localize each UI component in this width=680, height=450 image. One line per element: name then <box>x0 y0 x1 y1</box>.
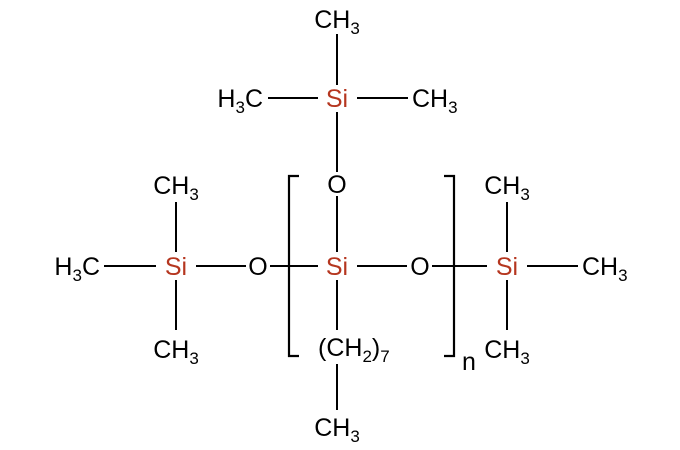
methyl-top-top: CH3 <box>314 6 360 38</box>
methyl-left-left: H3C <box>54 253 100 285</box>
silicon-left: Si <box>165 253 187 281</box>
silicon-center: Si <box>326 253 348 281</box>
methyl-right-top: CH3 <box>484 172 530 204</box>
repeat-unit-brackets <box>287 174 456 358</box>
bonds <box>104 34 578 410</box>
methyl-right-right: CH3 <box>582 253 628 285</box>
methylene-chain-label: (CH2)7 <box>318 334 390 366</box>
silicon-top: Si <box>326 85 348 113</box>
oxygen-left: O <box>248 253 267 281</box>
methyl-left-bottom: CH3 <box>153 336 199 368</box>
left-square-bracket <box>287 174 299 358</box>
oxygen-right: O <box>410 253 429 281</box>
side-chain-label-mask <box>315 330 425 364</box>
methyl-top-left: H3C <box>217 85 263 117</box>
methyl-top-right: CH3 <box>412 85 458 117</box>
oxygen-top: O <box>327 171 346 199</box>
atom-labels: CH3 H3C CH3 Si O CH3 H3C CH3 Si O Si O C… <box>54 6 627 446</box>
right-square-bracket <box>444 174 456 358</box>
methyl-right-bottom: CH3 <box>484 336 530 368</box>
repeat-index-label: n <box>462 348 476 376</box>
methyl-left-top: CH3 <box>153 172 199 204</box>
silicon-right: Si <box>496 253 518 281</box>
methyl-chain-terminal: CH3 <box>314 414 360 446</box>
